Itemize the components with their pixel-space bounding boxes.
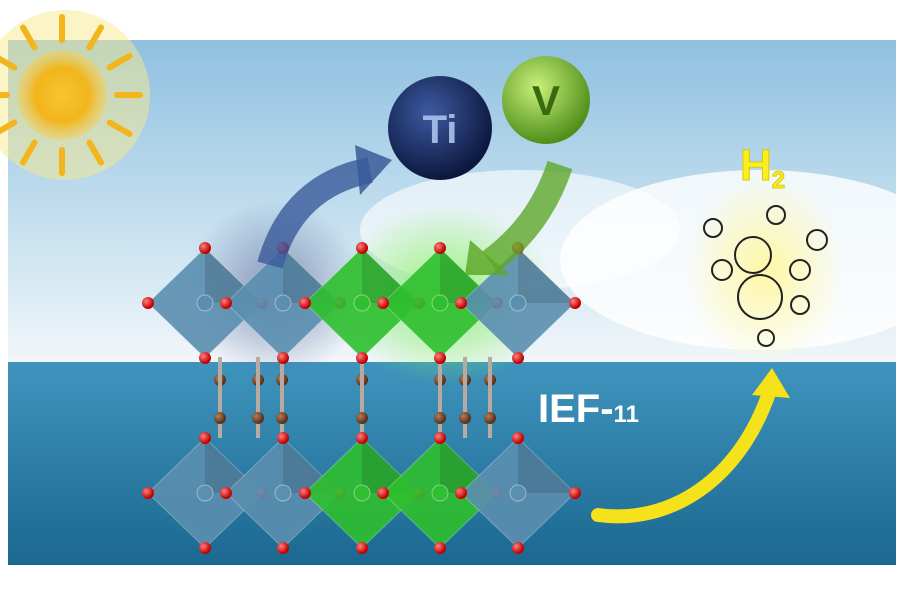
oxygen-atom — [356, 432, 368, 444]
oxygen-atom — [356, 542, 368, 554]
v-sphere: V — [502, 56, 590, 144]
oxygen-atom — [199, 432, 211, 444]
oxygen-atom — [377, 487, 389, 499]
octahedron-ti — [220, 432, 346, 554]
oxygen-atom — [356, 242, 368, 254]
oxygen-atom — [199, 242, 211, 254]
oxygen-atom — [199, 352, 211, 364]
oxygen-atom — [277, 432, 289, 444]
oxygen-atom — [199, 542, 211, 554]
oxygen-atom — [512, 352, 524, 364]
oxygen-atom — [455, 487, 467, 499]
v-label: V — [532, 77, 560, 124]
oxygen-atom — [356, 352, 368, 364]
h2-label: H2 — [740, 141, 785, 194]
oxygen-atom — [434, 352, 446, 364]
octahedron-v — [299, 432, 425, 554]
linker-atom — [252, 412, 264, 424]
ief-label: IEF-11 — [538, 387, 639, 431]
ti-sphere: Ti — [388, 76, 492, 180]
oxygen-atom — [512, 542, 524, 554]
oxygen-atom — [569, 297, 581, 309]
octahedron-v — [377, 432, 503, 554]
oxygen-atom — [299, 297, 311, 309]
oxygen-atom — [434, 242, 446, 254]
hydrogen-arrowhead — [752, 368, 790, 398]
h2-bubbles: H2 — [685, 141, 845, 365]
oxygen-atom — [277, 352, 289, 364]
octahedron-ti — [455, 432, 581, 554]
oxygen-atom — [142, 487, 154, 499]
crystal-framework — [142, 242, 581, 554]
oxygen-atom — [434, 432, 446, 444]
hydrogen-arrow — [591, 383, 777, 524]
linker-atom — [459, 412, 471, 424]
linker-atom — [214, 412, 226, 424]
oxygen-atom — [220, 487, 232, 499]
linker-atom — [434, 412, 446, 424]
oxygen-atom — [299, 487, 311, 499]
linker-atom — [276, 412, 288, 424]
linker-atom — [484, 412, 496, 424]
oxygen-atom — [220, 297, 232, 309]
oxygen-atom — [377, 297, 389, 309]
octahedron-ti — [455, 242, 581, 364]
sun-icon — [0, 10, 150, 180]
oxygen-atom — [569, 487, 581, 499]
oxygen-atom — [142, 297, 154, 309]
octahedron-ti — [142, 432, 268, 554]
v-arrow — [465, 160, 573, 275]
oxygen-atom — [277, 542, 289, 554]
ti-arrow — [257, 145, 392, 269]
ti-label: Ti — [423, 108, 458, 152]
oxygen-atom — [512, 432, 524, 444]
linker-layer — [214, 357, 496, 438]
oxygen-atom — [434, 542, 446, 554]
oxygen-atom — [455, 297, 467, 309]
linker-atom — [356, 412, 368, 424]
